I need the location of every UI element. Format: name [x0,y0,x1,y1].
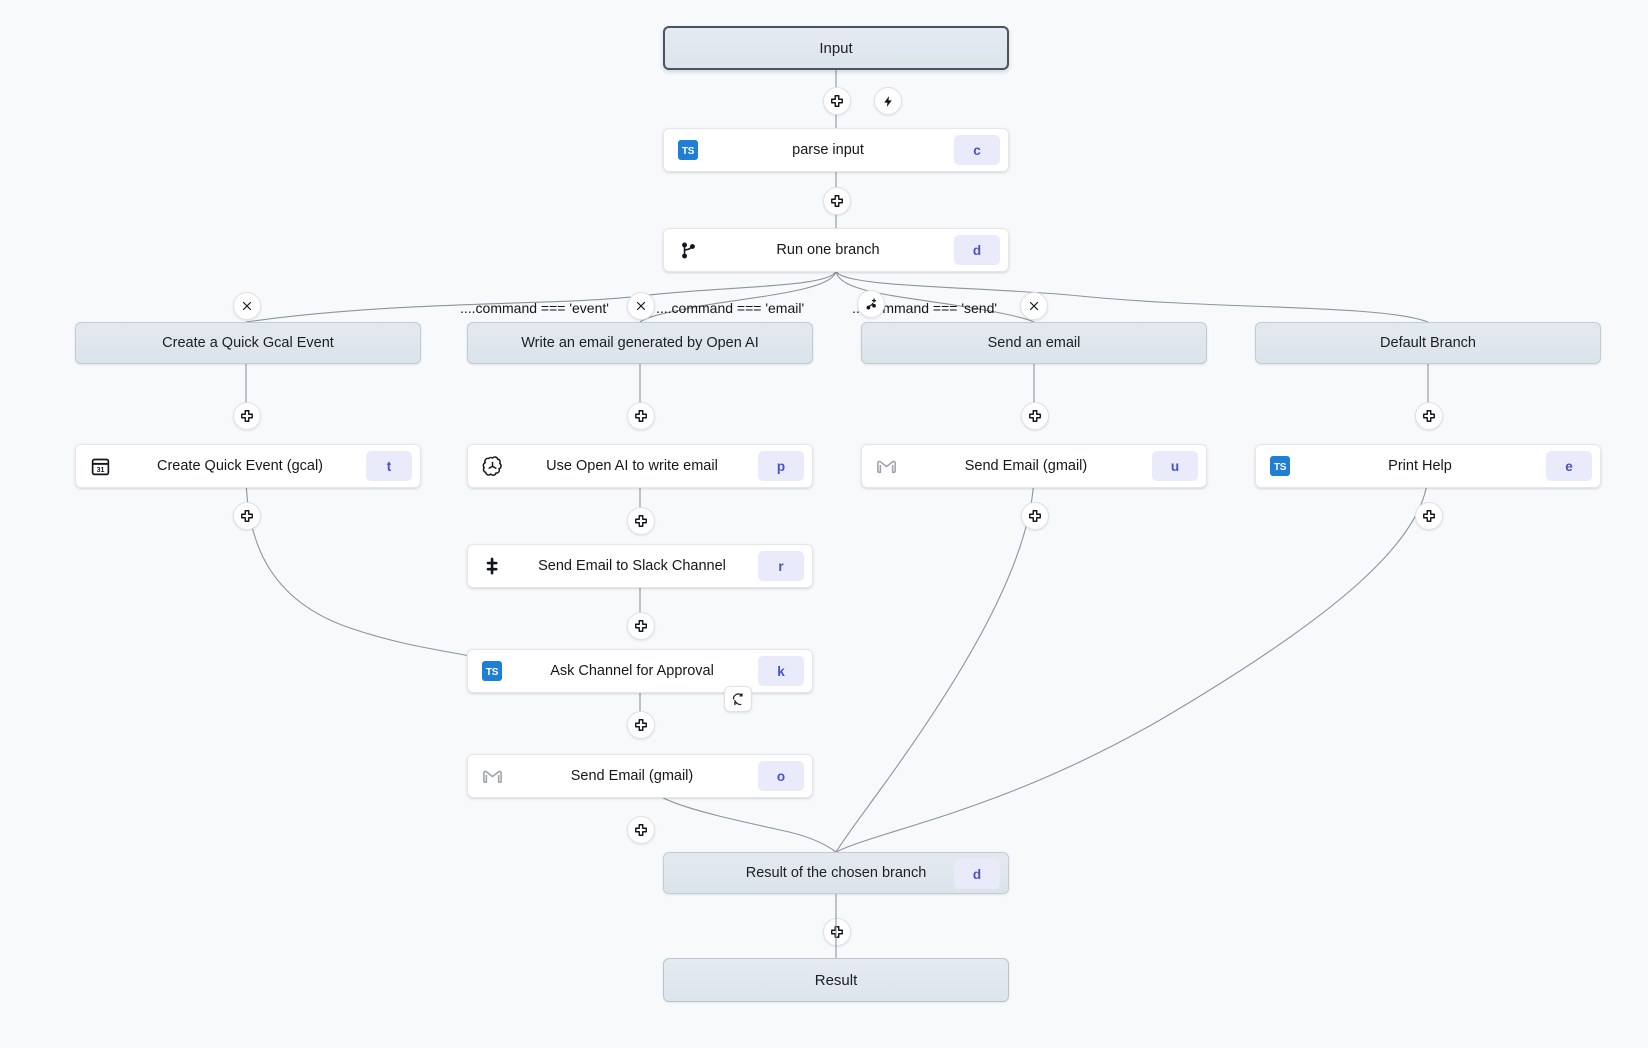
add-branch-button[interactable] [857,290,885,318]
branch-header-1[interactable]: Create a Quick Gcal Event [75,322,421,364]
node-parse-input-shortcut[interactable]: c [954,135,1000,165]
node-input[interactable]: Input [663,26,1009,70]
edge-label-branch-2: ....command === 'email' [656,300,805,316]
add-step-handle-parse-input[interactable] [823,187,851,215]
remove-branch-4-button[interactable] [1020,292,1048,320]
remove-branch-1-button[interactable] [233,292,261,320]
node-send-email-slack[interactable]: Send Email to Slack Channel r [467,544,813,588]
add-step-handle-branch-3[interactable] [1021,402,1049,430]
node-run-one-branch[interactable]: Run one branch d [663,228,1009,272]
node-result-label: Result [814,971,858,989]
gmail-icon [478,762,506,790]
node-send-email-gmail-top-shortcut[interactable]: u [1152,451,1198,481]
node-result-of-chosen-branch[interactable]: Result of the chosen branch d [663,852,1009,894]
node-run-one-branch-label: Run one branch [776,242,880,258]
node-print-help-label: Print Help [1388,458,1452,474]
add-step-handle-branch-2[interactable] [627,402,655,430]
node-use-openai-label: Use Open AI to write email [546,458,718,474]
node-print-help[interactable]: TS Print Help e [1255,444,1601,488]
node-result-of-chosen-branch-shortcut[interactable]: d [954,859,1000,889]
node-result-of-chosen-branch-label: Result of the chosen branch [745,865,927,881]
slack-icon [478,552,506,580]
node-create-quick-event-label: Create Quick Event (gcal) [156,458,323,474]
node-use-openai-shortcut[interactable]: p [758,451,804,481]
node-create-quick-event[interactable]: 31 Create Quick Event (gcal) t [75,444,421,488]
node-send-email-gmail-bottom-shortcut[interactable]: o [758,761,804,791]
node-print-help-shortcut[interactable]: e [1546,451,1592,481]
add-step-handle-branch-1[interactable] [233,402,261,430]
edge-label-branch-3: ....command === 'send' [852,300,998,316]
node-run-one-branch-shortcut[interactable]: d [954,235,1000,265]
remove-branch-2-button[interactable] [627,292,655,320]
branch-header-1-label: Create a Quick Gcal Event [162,335,334,351]
node-use-openai[interactable]: Use Open AI to write email p [467,444,813,488]
add-step-handle-create-quick-event[interactable] [233,502,261,530]
add-step-handle-send-email-gmail-bottom[interactable] [627,816,655,844]
node-send-email-gmail-top[interactable]: Send Email (gmail) u [861,444,1207,488]
node-parse-input-label: parse input [792,142,864,158]
node-send-email-slack-shortcut[interactable]: r [758,551,804,581]
branch-header-2[interactable]: Write an email generated by Open AI [467,322,813,364]
branch-header-4-label: Default Branch [1380,335,1476,351]
google-calendar-icon: 31 [86,452,114,480]
node-input-label: Input [819,39,853,57]
add-step-handle-use-openai[interactable] [627,507,655,535]
node-send-email-gmail-bottom[interactable]: Send Email (gmail) o [467,754,813,798]
git-branch-icon [674,236,702,264]
suspend-resume-icon[interactable] [724,686,752,712]
node-send-email-gmail-bottom-label: Send Email (gmail) [570,768,694,784]
trigger-bolt-handle[interactable] [874,87,902,115]
branch-header-3[interactable]: Send an email [861,322,1207,364]
typescript-icon: TS [674,136,702,164]
add-step-handle-send-email-gmail-top[interactable] [1021,502,1049,530]
gmail-icon [872,452,900,480]
node-send-email-gmail-top-label: Send Email (gmail) [964,458,1088,474]
add-step-handle-input[interactable] [823,87,851,115]
node-create-quick-event-shortcut[interactable]: t [366,451,412,481]
node-send-email-slack-label: Send Email to Slack Channel [538,558,726,574]
add-step-handle-print-help[interactable] [1415,502,1443,530]
typescript-icon: TS [478,657,506,685]
node-ask-channel-approval-shortcut[interactable]: k [758,656,804,686]
add-step-handle-result[interactable] [823,918,851,946]
typescript-icon: TS [1266,452,1294,480]
add-step-handle-branch-4[interactable] [1415,402,1443,430]
branch-header-2-label: Write an email generated by Open AI [521,335,759,351]
openai-icon [478,452,506,480]
branch-header-4[interactable]: Default Branch [1255,322,1601,364]
node-result[interactable]: Result [663,958,1009,1002]
edge-label-branch-1: ....command === 'event' [460,300,609,316]
svg-text:31: 31 [96,466,104,473]
branch-header-3-label: Send an email [987,335,1081,351]
add-step-handle-ask-channel-approval[interactable] [627,711,655,739]
node-ask-channel-approval[interactable]: TS Ask Channel for Approval k [467,649,813,693]
node-ask-channel-approval-label: Ask Channel for Approval [550,663,714,679]
add-step-handle-send-email-slack[interactable] [627,612,655,640]
node-parse-input[interactable]: TS parse input c [663,128,1009,172]
